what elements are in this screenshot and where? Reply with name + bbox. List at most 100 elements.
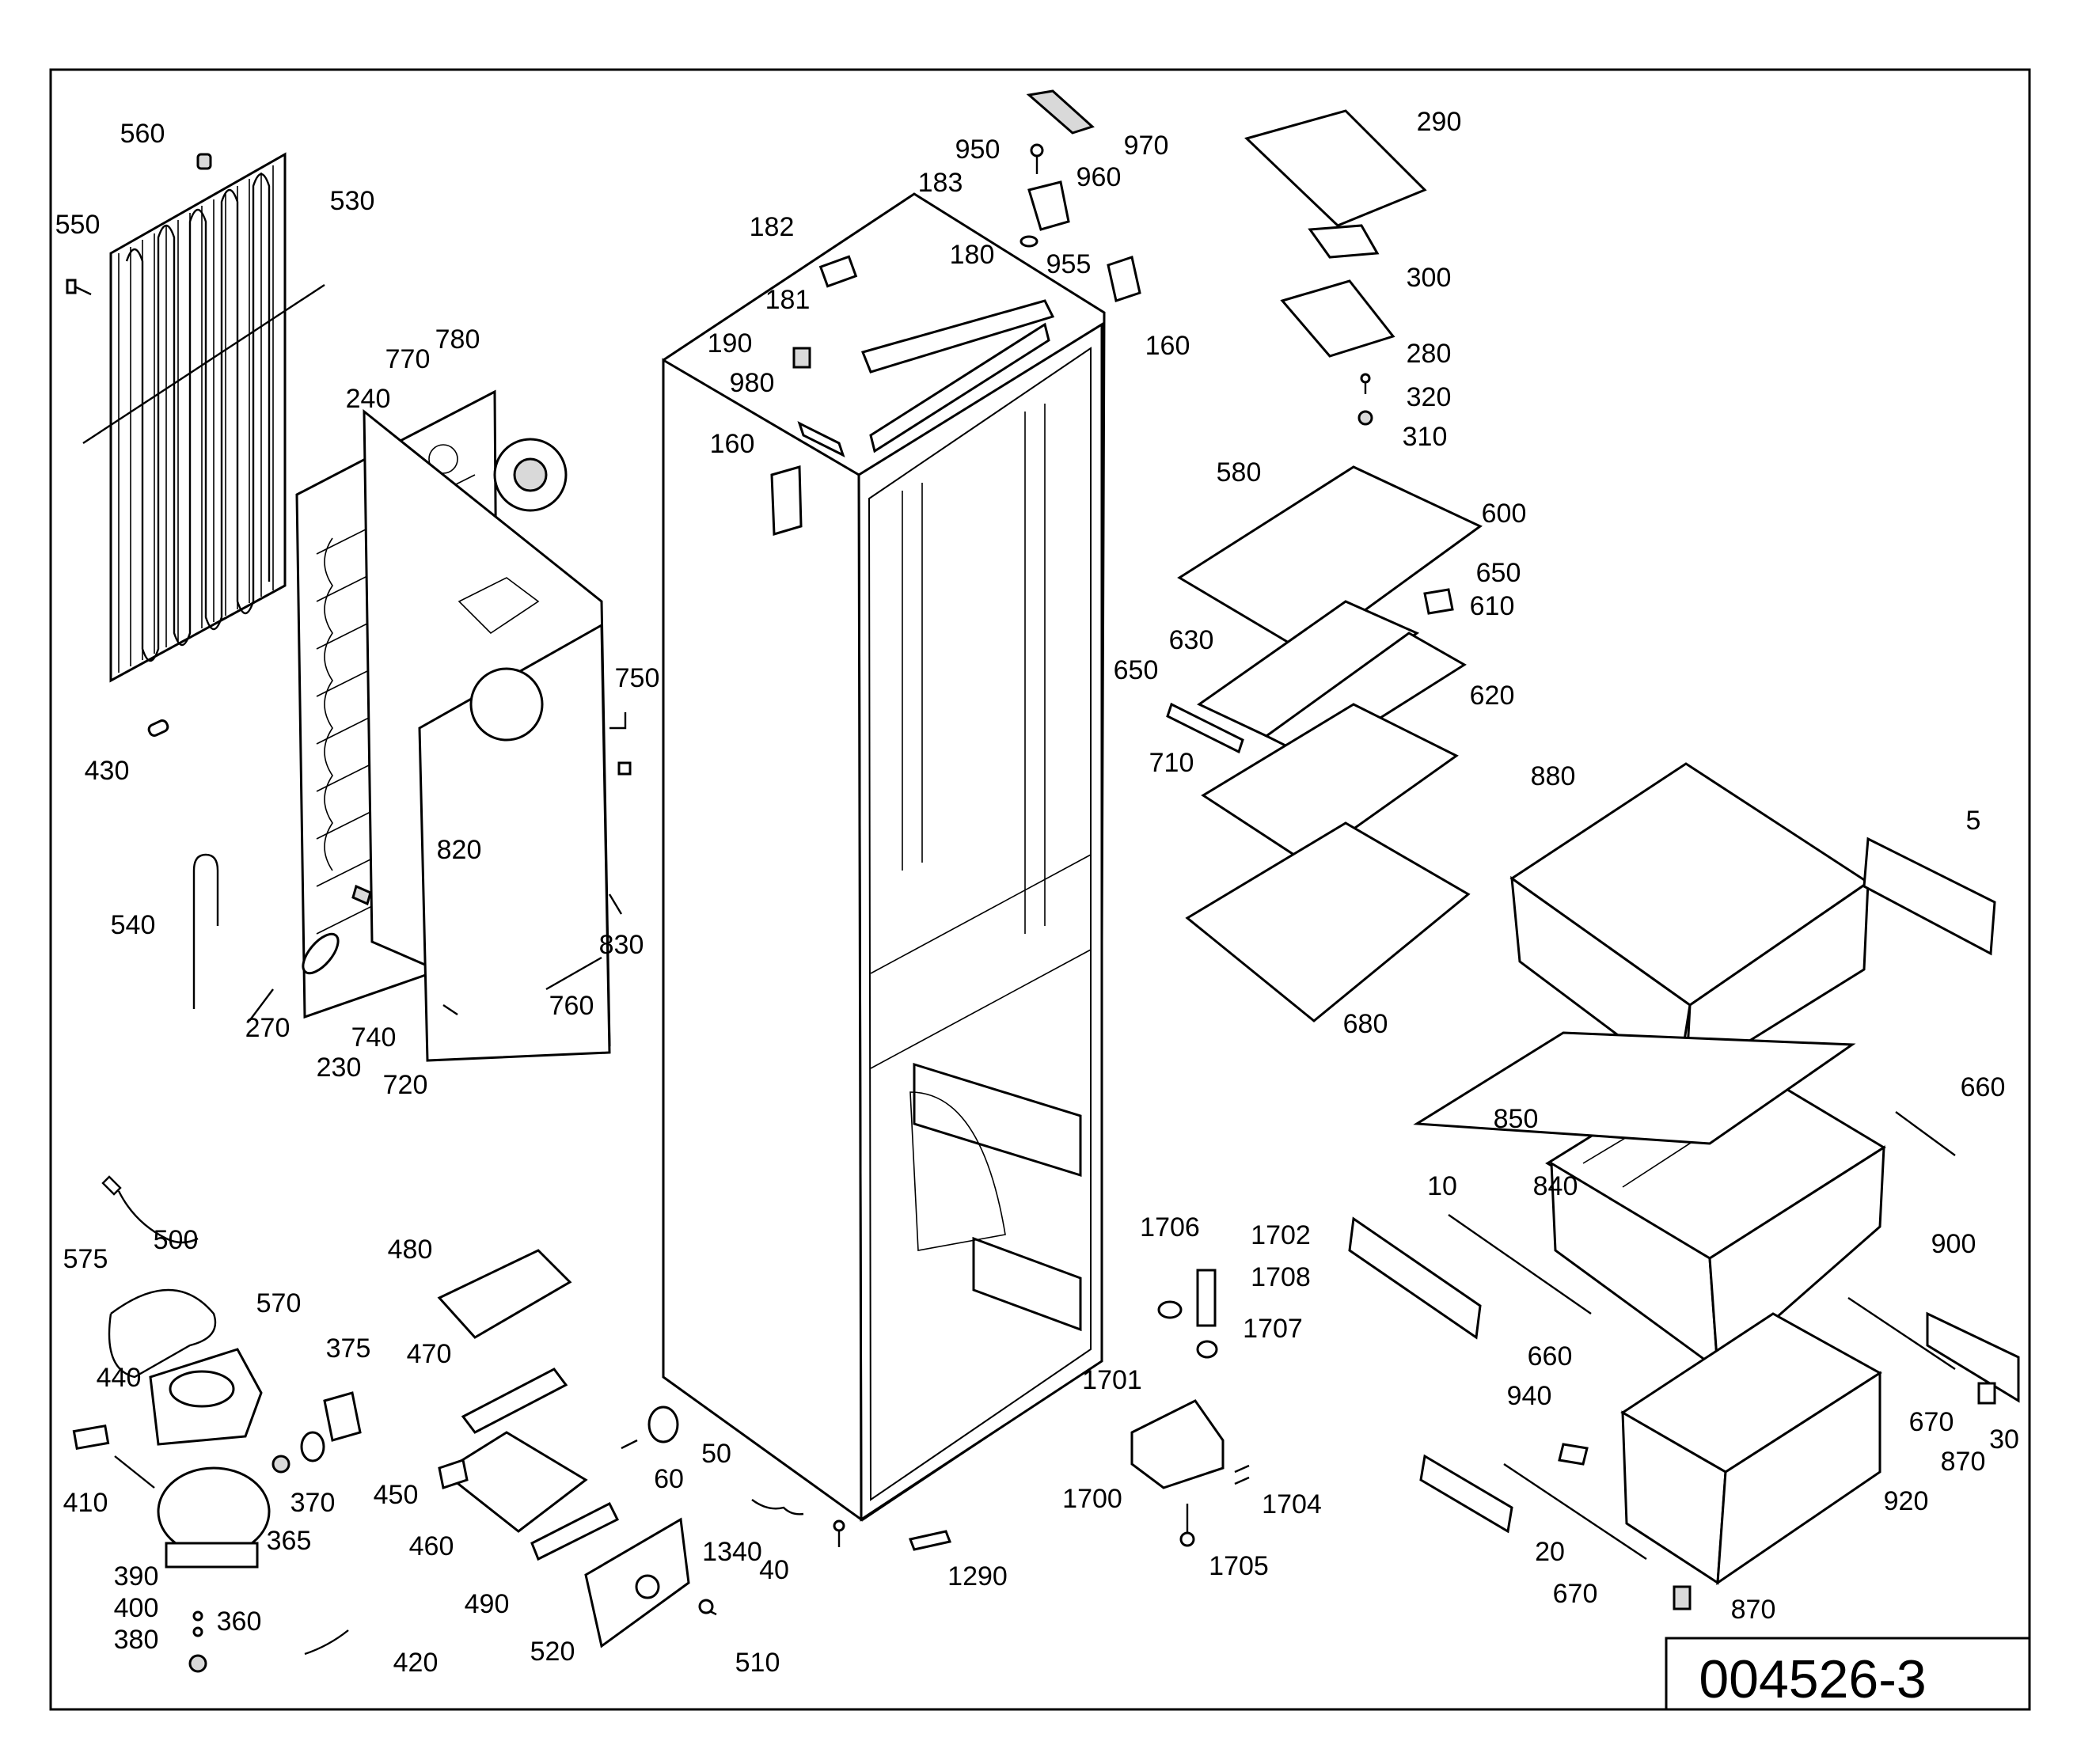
part-label-190: 190	[708, 328, 753, 358]
part-label-480: 480	[388, 1235, 433, 1265]
part-label-1704: 1704	[1262, 1489, 1322, 1519]
part-label-950: 950	[955, 135, 1001, 165]
part-label-880: 880	[1531, 761, 1576, 791]
part-label-750: 750	[615, 663, 660, 693]
part-label-670: 670	[1553, 1579, 1598, 1609]
part-label-460: 460	[409, 1531, 454, 1561]
part-label-410: 410	[63, 1488, 108, 1518]
part-label-1708: 1708	[1251, 1262, 1311, 1292]
part-label-240: 240	[346, 384, 391, 414]
part-label-770: 770	[385, 344, 431, 374]
part-label-30: 30	[1989, 1424, 2019, 1455]
part-label-660: 660	[1961, 1072, 2006, 1102]
part-label-160: 160	[1145, 331, 1190, 361]
part-label-400: 400	[114, 1593, 159, 1623]
part-label-360: 360	[217, 1607, 262, 1637]
part-label-160: 160	[710, 429, 755, 459]
drawing-number-box: 004526-3	[1665, 1637, 2031, 1711]
drawing-number: 004526-3	[1699, 1649, 1926, 1709]
part-label-760: 760	[549, 991, 594, 1021]
part-label-680: 680	[1343, 1009, 1388, 1039]
part-label-600: 600	[1482, 499, 1527, 529]
part-label-10: 10	[1427, 1171, 1457, 1201]
part-label-490: 490	[465, 1589, 510, 1619]
part-label-610: 610	[1470, 591, 1515, 621]
part-label-550: 550	[55, 210, 101, 240]
part-label-840: 840	[1533, 1171, 1578, 1201]
part-label-1340: 1340	[702, 1537, 762, 1567]
part-label-500: 500	[154, 1225, 199, 1255]
drawer-880	[1509, 762, 1870, 1083]
hinge-1700	[1130, 1269, 1250, 1547]
part-label-182: 182	[750, 212, 795, 242]
part-label-570: 570	[256, 1288, 302, 1318]
compressor-area	[72, 1175, 362, 1673]
part-label-780: 780	[435, 324, 480, 355]
part-label-470: 470	[407, 1339, 452, 1369]
part-label-370: 370	[290, 1488, 336, 1518]
part-label-970: 970	[1124, 131, 1169, 161]
part-label-430: 430	[85, 756, 130, 786]
part-label-510: 510	[735, 1648, 780, 1678]
part-label-560: 560	[120, 119, 165, 149]
part-label-300: 300	[1407, 263, 1452, 293]
part-label-290: 290	[1417, 107, 1462, 137]
part-label-1702: 1702	[1251, 1220, 1311, 1250]
part-label-1705: 1705	[1209, 1551, 1269, 1581]
part-label-420: 420	[393, 1648, 439, 1678]
part-label-580: 580	[1217, 457, 1262, 487]
part-label-830: 830	[599, 930, 644, 960]
top-right-assemblies	[1244, 109, 1427, 426]
part-label-850: 850	[1494, 1104, 1539, 1134]
part-label-630: 630	[1169, 625, 1214, 655]
part-label-310: 310	[1403, 422, 1448, 452]
part-label-720: 720	[383, 1070, 428, 1100]
top-controls	[770, 89, 1141, 536]
part-label-870: 870	[1941, 1447, 1986, 1477]
part-label-1290: 1290	[947, 1561, 1008, 1591]
drawing-frame	[49, 68, 2031, 1711]
drawer-900	[1545, 1051, 1886, 1372]
part-label-900: 900	[1931, 1229, 1976, 1259]
part-label-5: 5	[1966, 806, 1981, 836]
part-label-1701: 1701	[1082, 1365, 1142, 1395]
part-label-365: 365	[267, 1526, 312, 1556]
condenser-530	[82, 152, 325, 683]
part-label-440: 440	[97, 1363, 142, 1393]
part-label-180: 180	[950, 240, 995, 270]
part-label-20: 20	[1535, 1537, 1565, 1567]
part-label-60: 60	[654, 1464, 684, 1494]
part-label-183: 183	[918, 168, 963, 198]
part-label-375: 375	[326, 1333, 371, 1364]
part-label-670: 670	[1909, 1407, 1954, 1437]
part-label-270: 270	[245, 1013, 290, 1043]
part-label-530: 530	[330, 186, 375, 216]
drawer-rails	[1348, 836, 2020, 1610]
part-label-230: 230	[317, 1053, 362, 1083]
part-label-920: 920	[1884, 1486, 1929, 1516]
part-label-940: 940	[1507, 1381, 1552, 1411]
part-label-320: 320	[1407, 382, 1452, 412]
part-label-1706: 1706	[1140, 1212, 1200, 1242]
part-label-380: 380	[114, 1625, 159, 1655]
part-number-labels: 5605305507707802407504308205408302707607…	[55, 107, 2019, 1678]
glass-shelves	[1166, 465, 1483, 1022]
part-label-450: 450	[374, 1480, 419, 1510]
part-label-520: 520	[530, 1637, 575, 1667]
drawer-920	[1620, 1312, 1882, 1585]
part-label-820: 820	[437, 835, 482, 865]
small-parts-left	[66, 153, 632, 1022]
part-label-955: 955	[1046, 249, 1092, 279]
lower-electronics	[437, 1249, 952, 1648]
part-label-650: 650	[1476, 558, 1521, 588]
part-label-960: 960	[1076, 162, 1122, 192]
part-label-1700: 1700	[1062, 1484, 1122, 1514]
part-label-1707: 1707	[1243, 1314, 1303, 1344]
part-label-390: 390	[114, 1561, 159, 1591]
part-label-540: 540	[111, 910, 156, 940]
part-label-980: 980	[730, 368, 775, 398]
evaporator-cover-740	[363, 408, 611, 1062]
part-label-181: 181	[765, 285, 811, 315]
